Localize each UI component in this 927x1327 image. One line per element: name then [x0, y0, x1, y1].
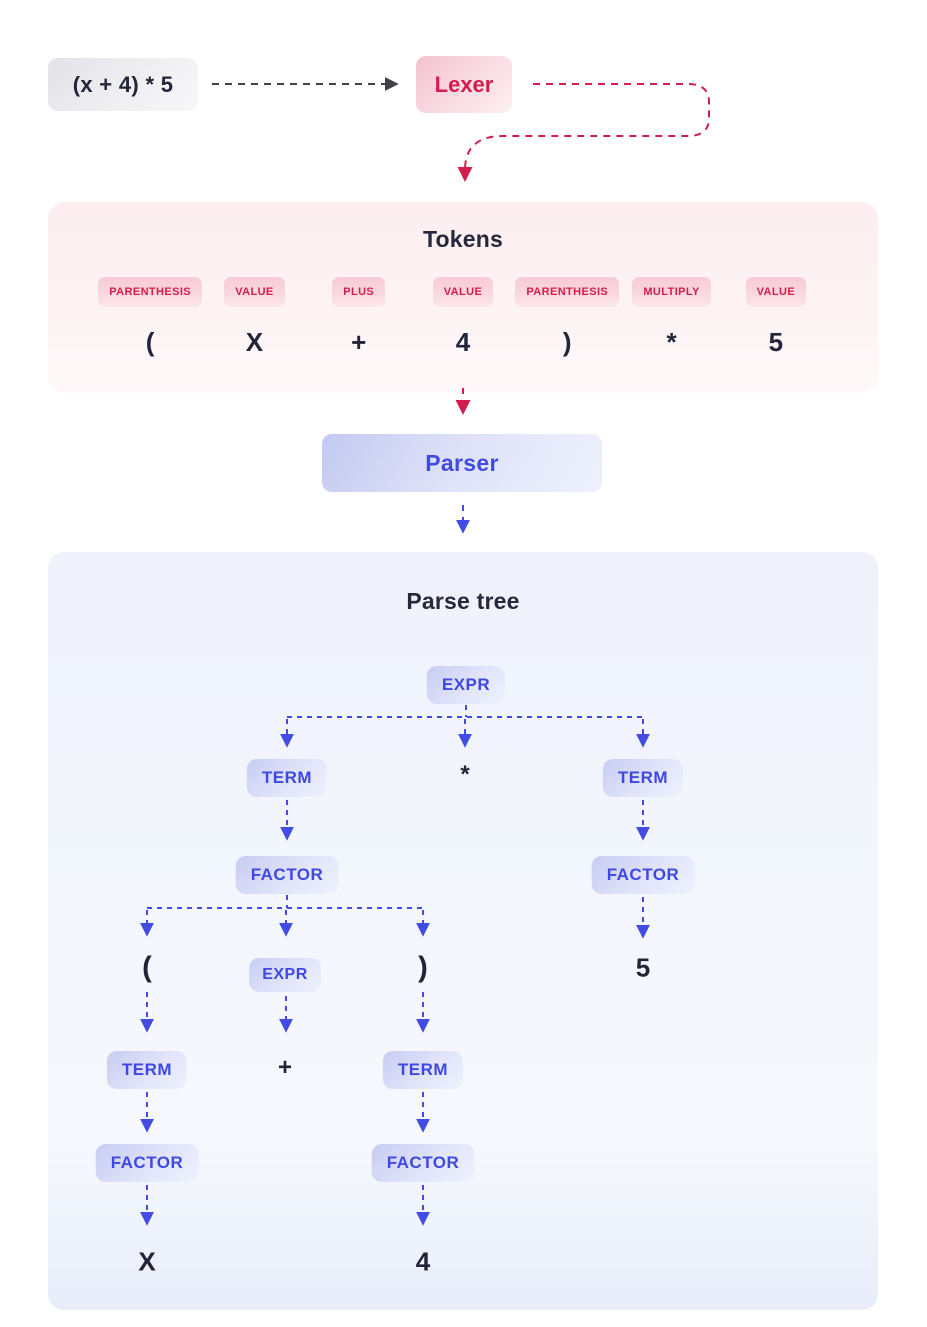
lexer-label: Lexer — [434, 71, 494, 97]
tree-node-term-left: TERM — [246, 759, 328, 797]
token-item: VALUE 4 — [411, 277, 515, 358]
tree-leaf-five: 5 — [635, 952, 651, 983]
token-type-badge: VALUE — [745, 277, 807, 307]
token-type-badge: PARENTHESIS — [515, 277, 620, 307]
tree-node-inner-expr: EXPR — [249, 958, 321, 992]
token-type-badge: PLUS — [332, 277, 386, 307]
parser-label: Parser — [425, 449, 499, 476]
token-value: X — [245, 327, 264, 357]
tree-leaf-plus: + — [277, 1054, 293, 1081]
token-type-badge: VALUE — [432, 277, 494, 307]
tree-node-expr-root: EXPR — [426, 666, 506, 704]
parse-tree-title: Parse tree — [406, 588, 520, 614]
token-item: VALUE 5 — [724, 277, 828, 358]
input-expression-box: (x + 4) * 5 — [48, 58, 198, 111]
tree-node-inner-factor-right: FACTOR — [371, 1144, 475, 1182]
tree-node-inner-term-left: TERM — [106, 1051, 188, 1089]
token-item: PARENTHESIS ( — [98, 277, 203, 358]
tree-leaf-multiply: * — [460, 761, 470, 788]
token-value: * — [666, 327, 677, 357]
tree-node-factor-right: FACTOR — [591, 856, 695, 894]
tree-leaf-paren-open: ( — [142, 951, 152, 984]
token-value: 4 — [455, 327, 471, 357]
tokens-panel-title: Tokens — [422, 226, 503, 252]
token-item: PARENTHESIS ) — [515, 277, 620, 358]
tree-leaf-paren-close: ) — [418, 951, 428, 984]
token-item: PLUS + — [307, 277, 411, 358]
token-type-badge: VALUE — [224, 277, 285, 307]
parser-box: Parser — [322, 434, 602, 492]
token-value: ) — [562, 327, 572, 357]
tree-node-factor-left: FACTOR — [235, 856, 339, 894]
token-type-badge: MULTIPLY — [632, 277, 711, 307]
tokens-panel: Tokens PARENTHESIS ( VALUE X PLUS + VALU… — [48, 202, 878, 393]
token-item: MULTIPLY * — [619, 277, 723, 358]
token-type-badge: PARENTHESIS — [98, 277, 203, 307]
token-value: ( — [145, 327, 155, 357]
token-list: PARENTHESIS ( VALUE X PLUS + VALUE 4 PAR… — [48, 277, 878, 358]
tree-node-term-right: TERM — [602, 759, 684, 797]
input-expression-text: (x + 4) * 5 — [72, 71, 174, 97]
token-value: + — [351, 327, 367, 357]
tree-leaf-x: X — [138, 1246, 156, 1277]
tree-node-inner-term-right: TERM — [382, 1051, 464, 1089]
token-value: 5 — [768, 327, 784, 357]
tree-leaf-four: 4 — [415, 1246, 431, 1277]
token-item: VALUE X — [202, 277, 306, 358]
tree-node-inner-factor-left: FACTOR — [95, 1144, 199, 1182]
lexer-box: Lexer — [416, 56, 512, 113]
